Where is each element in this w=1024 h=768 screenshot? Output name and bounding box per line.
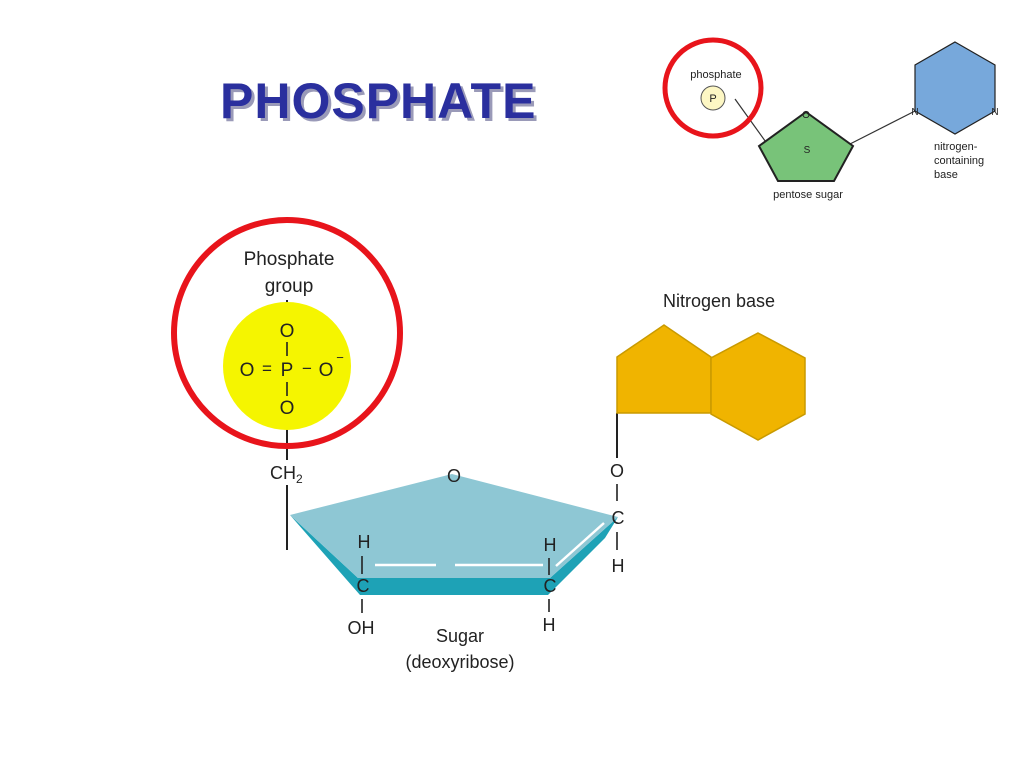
inset-sugar-oxygen: O <box>802 110 810 121</box>
inset-base-hexagon <box>914 41 996 135</box>
inset-base-bond <box>849 110 916 145</box>
inset-phosphate-circle <box>700 85 726 111</box>
nitrogen-base: Nitrogen base <box>616 291 806 441</box>
base-hexagon <box>710 332 806 441</box>
sugar-ring: O <box>290 466 618 595</box>
c2-hydrogen-bottom: H <box>543 615 556 635</box>
inset-base-nitrogen-right: N <box>991 107 998 118</box>
phosphate-oxygen-top: O <box>280 321 295 342</box>
sugar-ring-top <box>290 474 618 578</box>
phosphate-charge: − <box>336 350 344 365</box>
inset-base-label-line1: nitrogen- <box>934 141 978 153</box>
inset-phosphate-symbol: P <box>709 93 716 105</box>
inset-phosphate-label: phosphate <box>690 69 741 81</box>
inset-nucleotide-diagram: O S pentose sugar N N nitrogen- containi… <box>662 37 999 201</box>
sugar-label-line2: (deoxyribose) <box>405 652 514 672</box>
inset-base-nitrogen-left: N <box>911 107 918 118</box>
inset-sugar-symbol: S <box>804 145 811 156</box>
c2-hydrogen-top: H <box>544 535 557 555</box>
sugar-label-line1: Sugar <box>436 626 484 646</box>
sugar-ring-oxygen: O <box>447 466 461 486</box>
phosphate-single-bond: − <box>302 359 312 378</box>
inset-phosphate-bond <box>734 98 769 146</box>
phosphate-oxygen-left: O <box>240 360 255 381</box>
inset-base-label-line3: base <box>934 169 958 181</box>
c2-carbon: C <box>544 576 557 596</box>
inset-highlight-ring <box>662 37 764 139</box>
phosphate-oxygen-right: O <box>319 360 334 381</box>
phosphate-group: O O = P − O − O <box>223 302 351 430</box>
c1-hydrogen: H <box>612 556 625 576</box>
phosphate-label-line2: group <box>265 276 314 297</box>
c1-carbon: C <box>612 508 625 528</box>
base-label: Nitrogen base <box>663 291 775 311</box>
ch2-label: CH2 <box>270 463 303 486</box>
phosphate-phosphorus: P <box>281 360 294 381</box>
phosphate-oxygen-bottom: O <box>280 398 295 419</box>
c1-oxygen: O <box>610 461 624 481</box>
base-pentagon <box>616 324 712 414</box>
phosphate-double-bond: = <box>262 359 272 378</box>
inset-base-label-line2: containing <box>934 155 984 167</box>
phosphate-circle <box>223 302 351 430</box>
phosphate-label-line1: Phosphate <box>244 249 335 270</box>
inset-sugar-label: pentose sugar <box>773 189 843 201</box>
c3-hydroxyl: OH <box>348 618 375 638</box>
c3-hydrogen: H <box>358 532 371 552</box>
sugar-ring-side <box>290 515 618 595</box>
sugar-ring-highlight <box>555 522 605 567</box>
page-title: PHOSPHATE <box>220 73 537 129</box>
inset-sugar-pentagon <box>757 110 855 182</box>
c3-carbon: C <box>357 576 370 596</box>
phosphate-highlight-ring <box>171 217 403 449</box>
